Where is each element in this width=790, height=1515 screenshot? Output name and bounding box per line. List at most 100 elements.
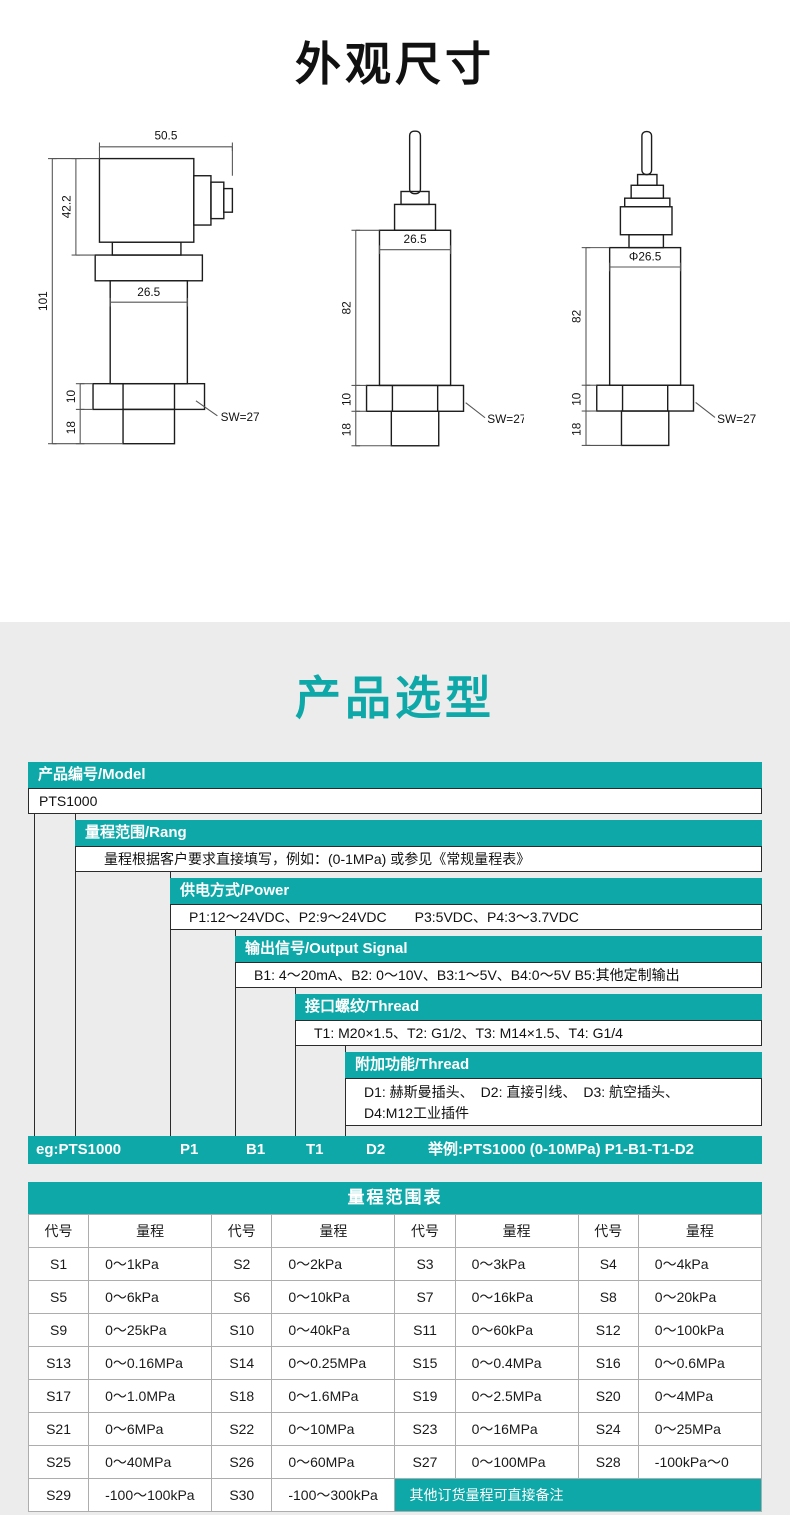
- col-header-range: 量程: [88, 1214, 213, 1248]
- range-code-cell: S13: [27, 1346, 90, 1380]
- range-code-cell: S8: [577, 1280, 639, 1314]
- col-header-code: 代号: [27, 1214, 90, 1248]
- range-code-cell: S28: [577, 1445, 639, 1479]
- range-value-cell: 0～0.4MPa: [454, 1346, 579, 1380]
- appearance-section: 外观尺寸: [0, 0, 790, 622]
- appearance-title: 外观尺寸: [295, 38, 495, 90]
- dim-nut-height: 10: [339, 392, 353, 406]
- tree-connector-line: [34, 814, 35, 1136]
- dim-nut-height: 10: [569, 392, 583, 406]
- range-value-cell: 0～40MPa: [88, 1445, 213, 1479]
- model-selection-diagram: 产品编号/Model PTS1000 量程范围/Rang 量程根据客户要求直接填…: [28, 762, 762, 1164]
- range-code-cell: S3: [394, 1247, 456, 1281]
- range-code-cell: S5: [27, 1280, 90, 1314]
- dim-body-width: 26.5: [137, 286, 160, 299]
- range-value-cell: 0～40kPa: [271, 1313, 396, 1347]
- range-value-cell: 0～100MPa: [454, 1445, 579, 1479]
- tree-connector-line: [170, 872, 171, 878]
- range-value-cell: 0～0.25MPa: [271, 1346, 396, 1380]
- dim-wrench-size: SW=27: [487, 412, 524, 426]
- drawing-hirschmann-type: 50.5 42.2 101 26.5 10 18 SW=27: [36, 129, 259, 445]
- transmitter-outline: [91, 157, 233, 445]
- range-note-cell: 其他订货量程可直接备注: [394, 1478, 762, 1512]
- range-code-cell: S24: [577, 1412, 639, 1446]
- range-value-cell: 0～4MPa: [637, 1379, 763, 1413]
- level-power-header: 供电方式/Power: [170, 878, 762, 904]
- tree-connector-line: [75, 872, 76, 1136]
- dimension-lines: [581, 247, 715, 446]
- range-value-cell: 0～1.6MPa: [271, 1379, 396, 1413]
- range-value-cell: -100～100kPa: [88, 1478, 213, 1512]
- range-code-cell: S20: [577, 1379, 639, 1413]
- range-code-cell: S21: [27, 1412, 90, 1446]
- tree-connector-line: [75, 814, 76, 820]
- range-table-header-row: 代号 量程 代号 量程 代号 量程 代号 量程: [27, 1214, 763, 1248]
- dim-total-height: 101: [36, 291, 49, 311]
- example-code-output: B1: [246, 1141, 266, 1158]
- range-value-cell: 0～10MPa: [271, 1412, 396, 1446]
- tree-connector-line: [345, 1126, 346, 1136]
- range-value-cell: 0～20kPa: [637, 1280, 763, 1314]
- range-value-cell: 0～2kPa: [271, 1247, 396, 1281]
- level-power-value: P1:12～24VDC、P2:9～24VDC P3:5VDC、P4:3～3.7V…: [170, 904, 762, 930]
- range-code-cell: S11: [394, 1313, 456, 1347]
- tree-connector-line: [295, 988, 296, 994]
- dim-wrench-size: SW=27: [220, 411, 259, 424]
- dim-thread-height: 18: [64, 421, 77, 435]
- dim-nut-height: 10: [64, 390, 77, 404]
- tree-connector-line: [170, 930, 171, 1136]
- level-thread-value: T1: M20×1.5、T2: G1/2、T3: M14×1.5、T4: G1/…: [295, 1020, 762, 1046]
- dim-top-width: 50.5: [154, 129, 177, 142]
- range-code-cell: S29: [27, 1478, 90, 1512]
- dim-body-height: 82: [339, 301, 353, 314]
- range-code-cell: S30: [211, 1478, 273, 1512]
- range-code-cell: S19: [394, 1379, 456, 1413]
- dim-connector-height: 42.2: [60, 195, 73, 218]
- range-code-cell: S1: [27, 1247, 90, 1281]
- range-value-cell: 0～10kPa: [271, 1280, 396, 1314]
- example-full-model: 举例:PTS1000 (0-10MPa) P1-B1-T1-D2: [428, 1141, 694, 1158]
- level-thread-header: 接口螺纹/Thread: [295, 994, 762, 1020]
- level-range-value: 量程根据客户要求直接填写，例如：(0-1MPa) 或参见《常规量程表》: [75, 846, 762, 872]
- range-value-cell: -100kPa～0: [637, 1445, 763, 1479]
- model-value-row: PTS1000: [28, 788, 762, 814]
- range-value-cell: 0～60kPa: [454, 1313, 579, 1347]
- col-header-range: 量程: [454, 1214, 579, 1248]
- range-code-cell: S27: [394, 1445, 456, 1479]
- col-header-code: 代号: [211, 1214, 273, 1248]
- dim-wrench-size: SW=27: [717, 412, 756, 426]
- dimension-drawings: 50.5 42.2 101 26.5 10 18 SW=27: [0, 94, 790, 463]
- example-code-power: P1: [180, 1141, 199, 1158]
- ordering-example-bar: eg:PTS1000 P1 B1 T1 D2 举例:PTS1000 (0-10M…: [28, 1136, 762, 1164]
- range-value-cell: 0～16kPa: [454, 1280, 579, 1314]
- tree-connector-line: [295, 1046, 296, 1136]
- level-output-header: 输出信号/Output Signal: [235, 936, 762, 962]
- range-value-cell: 0～6MPa: [88, 1412, 213, 1446]
- range-code-cell: S10: [211, 1313, 273, 1347]
- drawing-aviation-plug-type: Φ26.5 82 10 18 SW=27: [569, 130, 756, 447]
- range-value-cell: 0～3kPa: [454, 1247, 579, 1281]
- col-header-range: 量程: [637, 1214, 763, 1248]
- dimension-labels: 50.5 42.2 101 26.5 10 18 SW=27: [36, 129, 259, 434]
- range-code-cell: S23: [394, 1412, 456, 1446]
- example-code-extra: D2: [366, 1141, 386, 1158]
- range-table-section: 量程范围表 代号 量程 代号 量程 代号 量程 代号 量程: [27, 1182, 763, 1512]
- range-value-cell: 0～16MPa: [454, 1412, 579, 1446]
- level-extra-value: D1: 赫斯曼插头、 D2: 直接引线、 D3: 航空插头、 D4:M12工业插…: [345, 1078, 762, 1126]
- range-value-cell: 0～100kPa: [637, 1313, 763, 1347]
- range-value-cell: 0～60MPa: [271, 1445, 396, 1479]
- range-code-cell: S2: [211, 1247, 273, 1281]
- dim-thread-height: 18: [339, 423, 353, 437]
- range-code-cell: S12: [577, 1313, 639, 1347]
- range-code-cell: S22: [211, 1412, 273, 1446]
- range-code-cell: S7: [394, 1280, 456, 1314]
- range-value-cell: 0～1.0MPa: [88, 1379, 213, 1413]
